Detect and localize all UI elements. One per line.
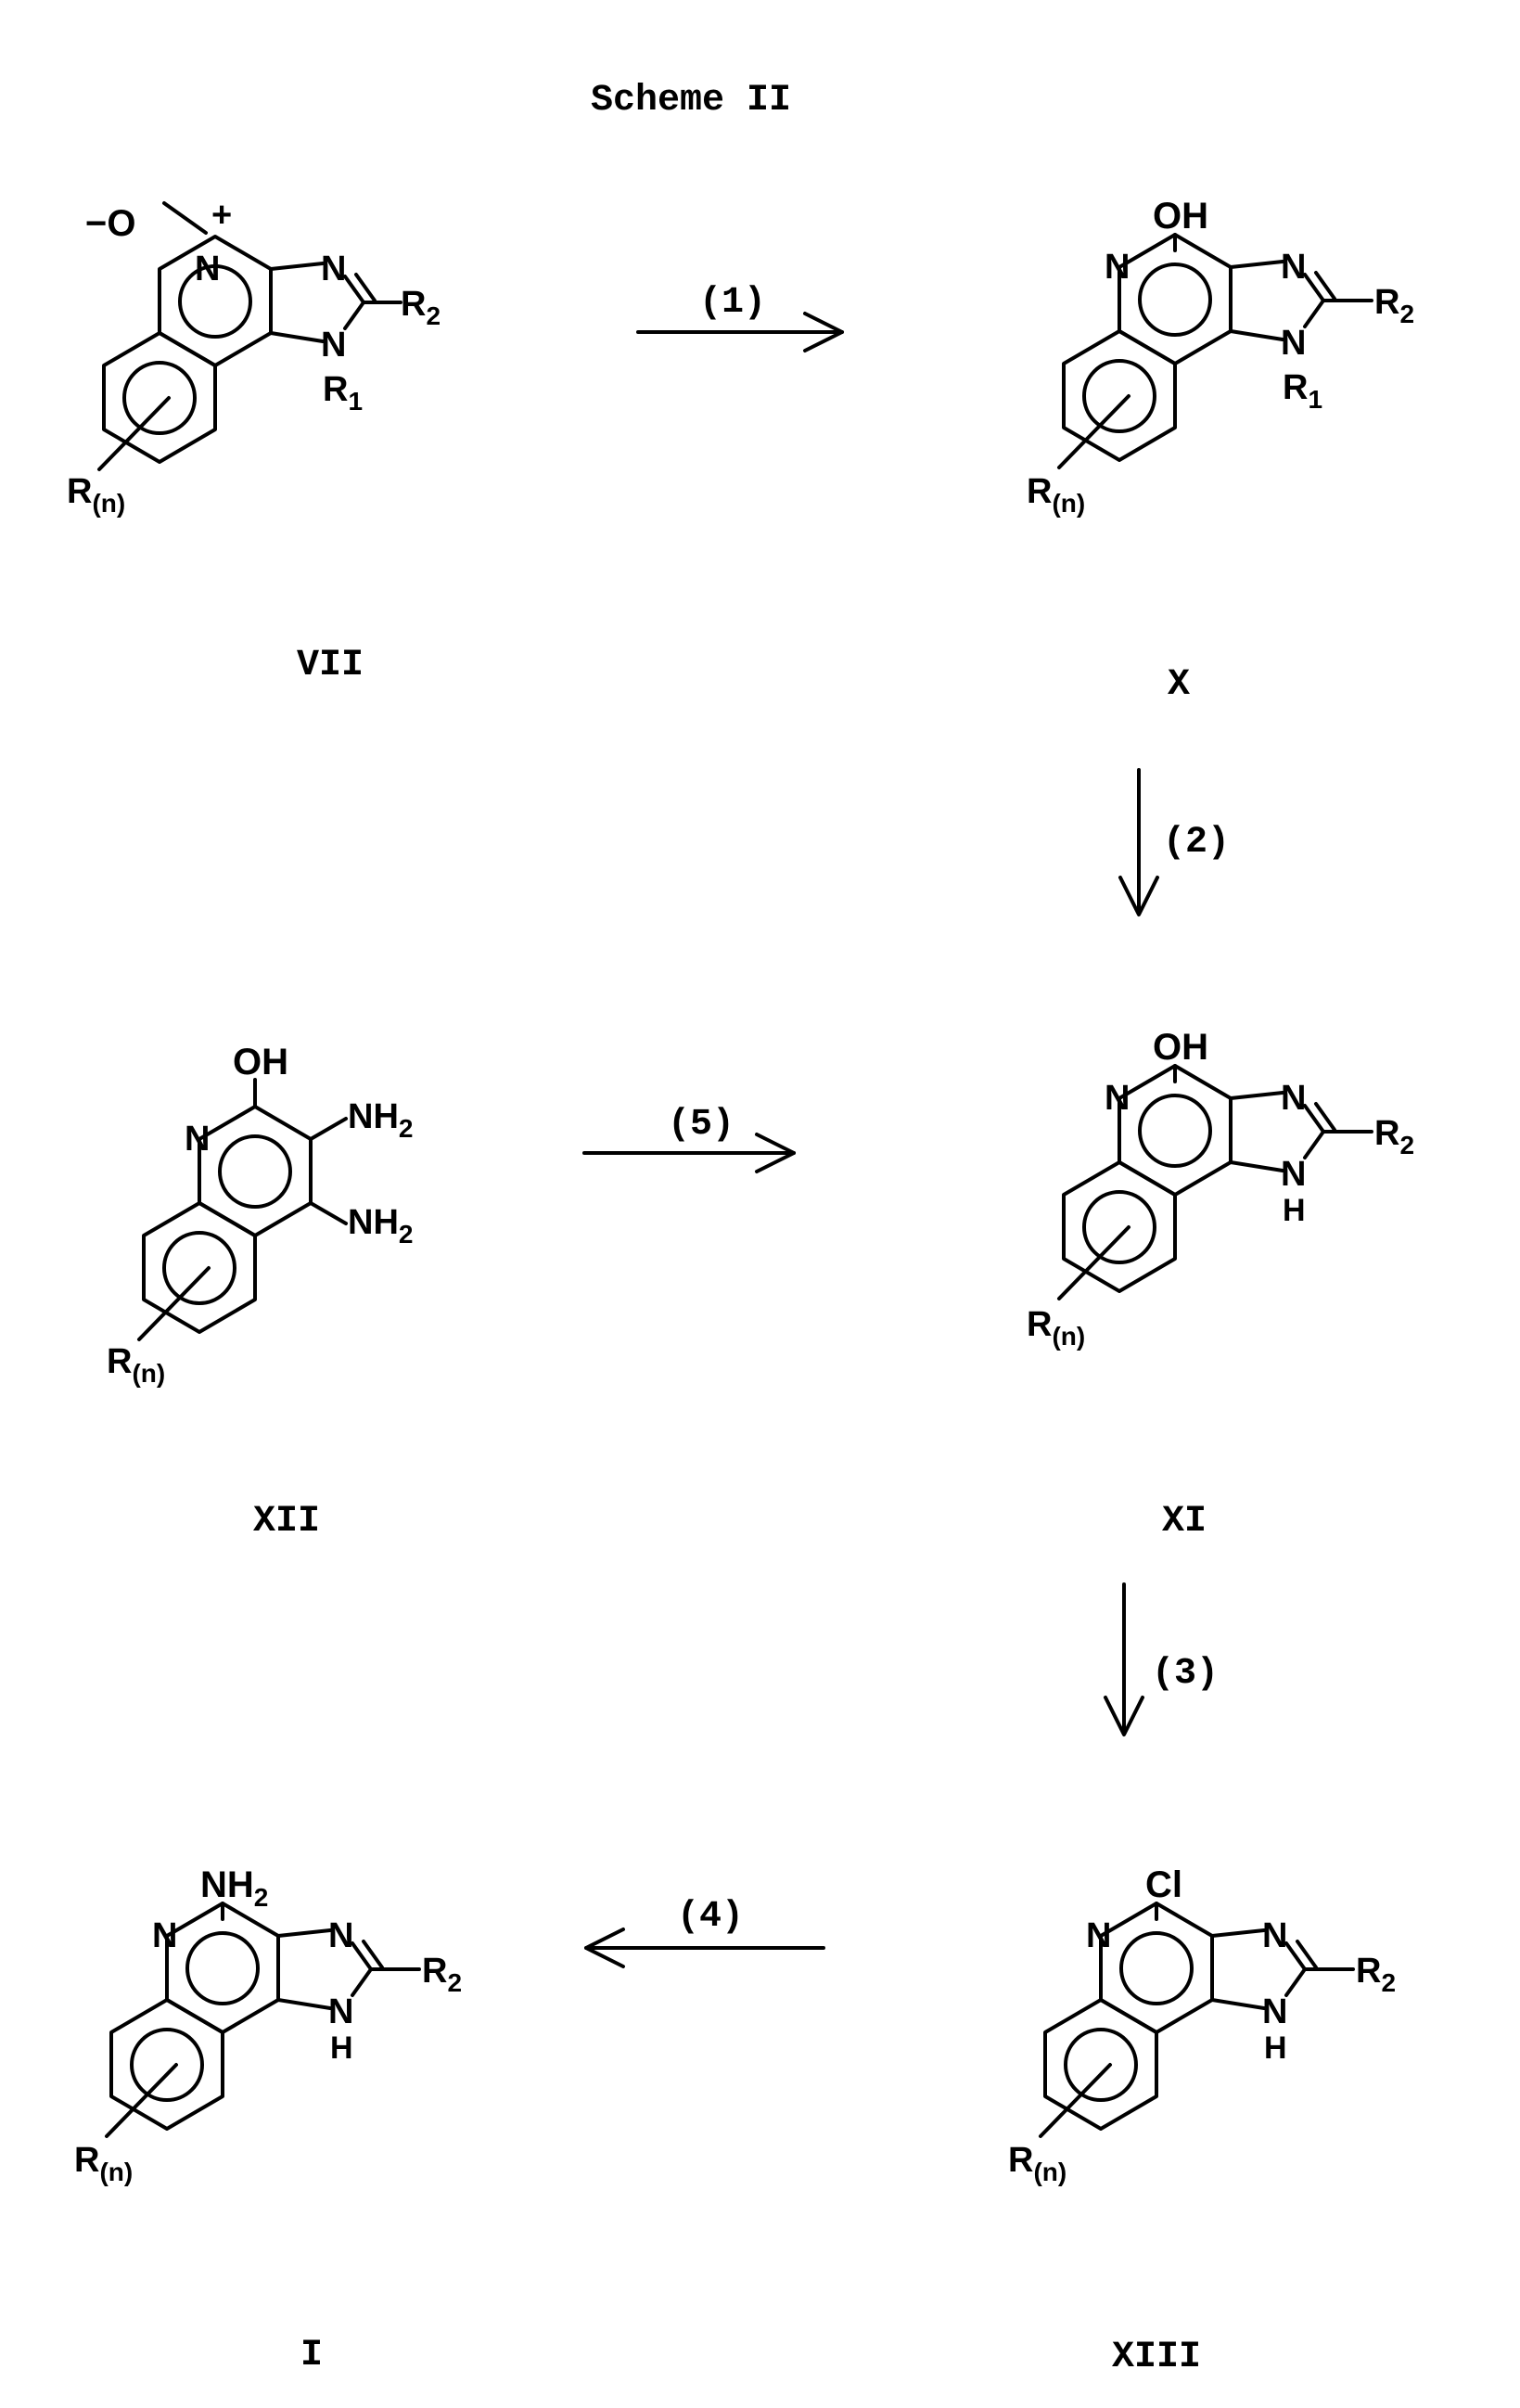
amine-n-label: N <box>1262 1992 1287 2031</box>
arrow-step-1: (1) <box>638 282 842 351</box>
r1-label: R1 <box>323 370 363 416</box>
imine-n-label: N <box>1281 248 1306 287</box>
rn-label: R(n) <box>67 472 125 518</box>
compound-vii: −O + N N N R1 R2 R(n) VII <box>67 196 441 686</box>
hydroxyl-label: OH <box>1153 1027 1208 1068</box>
compound-label-i: I <box>300 2335 323 2376</box>
compound-i: NH2 N N N H R2 R(n) I <box>74 1864 462 2376</box>
charge-label: + <box>211 196 232 235</box>
step-label-3: (3) <box>1152 1653 1219 1695</box>
ring-n-label: N <box>1105 1079 1130 1118</box>
hydroxyl-label: OH <box>233 1042 288 1082</box>
r2-label: R2 <box>422 1952 462 1997</box>
nh-hydrogen-label: H <box>1283 1193 1306 1228</box>
arrow-step-3: (3) <box>1105 1584 1219 1735</box>
amine-n-label: N <box>1281 1155 1306 1194</box>
r2-label: R2 <box>401 285 441 330</box>
arrow-step-2: (2) <box>1120 770 1230 915</box>
compound-label-xiii: XIII <box>1112 2337 1201 2378</box>
compound-x: OH N N N R1 R2 R(n) X <box>1027 196 1414 706</box>
nh-hydrogen-label: H <box>1264 2030 1287 2066</box>
step-label-1: (1) <box>699 282 766 324</box>
arrow-step-5: (5) <box>584 1104 794 1172</box>
compound-label-vii: VII <box>297 645 364 686</box>
rn-label: R(n) <box>1008 2141 1067 2186</box>
rn-label: R(n) <box>74 2141 133 2186</box>
scheme-title: Scheme II <box>591 80 791 122</box>
step-label-4: (4) <box>677 1896 744 1938</box>
amine-label-upper: NH2 <box>348 1097 413 1143</box>
compound-xiii: Cl N N N H R2 R(n) XIII <box>1008 1864 1396 2378</box>
ring-n-label: N <box>195 250 220 288</box>
amine-n-label: N <box>328 1992 353 2031</box>
amine-n-label: N <box>321 326 346 365</box>
step-label-5: (5) <box>668 1104 734 1146</box>
ring-n-label: N <box>1086 1916 1111 1955</box>
ring-n-label: N <box>152 1916 177 1955</box>
imine-n-label: N <box>328 1916 353 1955</box>
r2-label: R2 <box>1374 283 1414 328</box>
chloro-label: Cl <box>1145 1864 1182 1905</box>
hydroxyl-label: OH <box>1153 196 1208 237</box>
arrow-step-4: (4) <box>586 1896 824 1966</box>
amine-label-lower: NH2 <box>348 1203 413 1249</box>
imine-n-label: N <box>1281 1079 1306 1118</box>
r2-label: R2 <box>1374 1114 1414 1159</box>
compound-label-x: X <box>1168 664 1190 706</box>
amine-n-label: N <box>1281 324 1306 363</box>
rn-label: R(n) <box>107 1342 165 1388</box>
r2-label: R2 <box>1356 1952 1396 1997</box>
ring-n-label: N <box>1105 248 1130 287</box>
compound-xii: OH N NH2 NH2 R(n) XII <box>107 1042 413 1543</box>
compound-xi: OH N N N H R2 R(n) XI <box>1027 1027 1414 1543</box>
amino-label: NH2 <box>200 1864 268 1912</box>
rn-label: R(n) <box>1027 1305 1085 1351</box>
imine-n-label: N <box>1262 1916 1287 1955</box>
ring-n-label: N <box>185 1120 210 1159</box>
r1-label: R1 <box>1283 368 1322 414</box>
compound-label-xii: XII <box>253 1501 320 1543</box>
step-label-2: (2) <box>1163 822 1230 864</box>
imine-n-label: N <box>321 250 346 288</box>
nh-hydrogen-label: H <box>330 2030 353 2066</box>
compound-label-xi: XI <box>1162 1501 1207 1543</box>
oxide-label: −O <box>85 203 135 244</box>
rn-label: R(n) <box>1027 472 1085 518</box>
